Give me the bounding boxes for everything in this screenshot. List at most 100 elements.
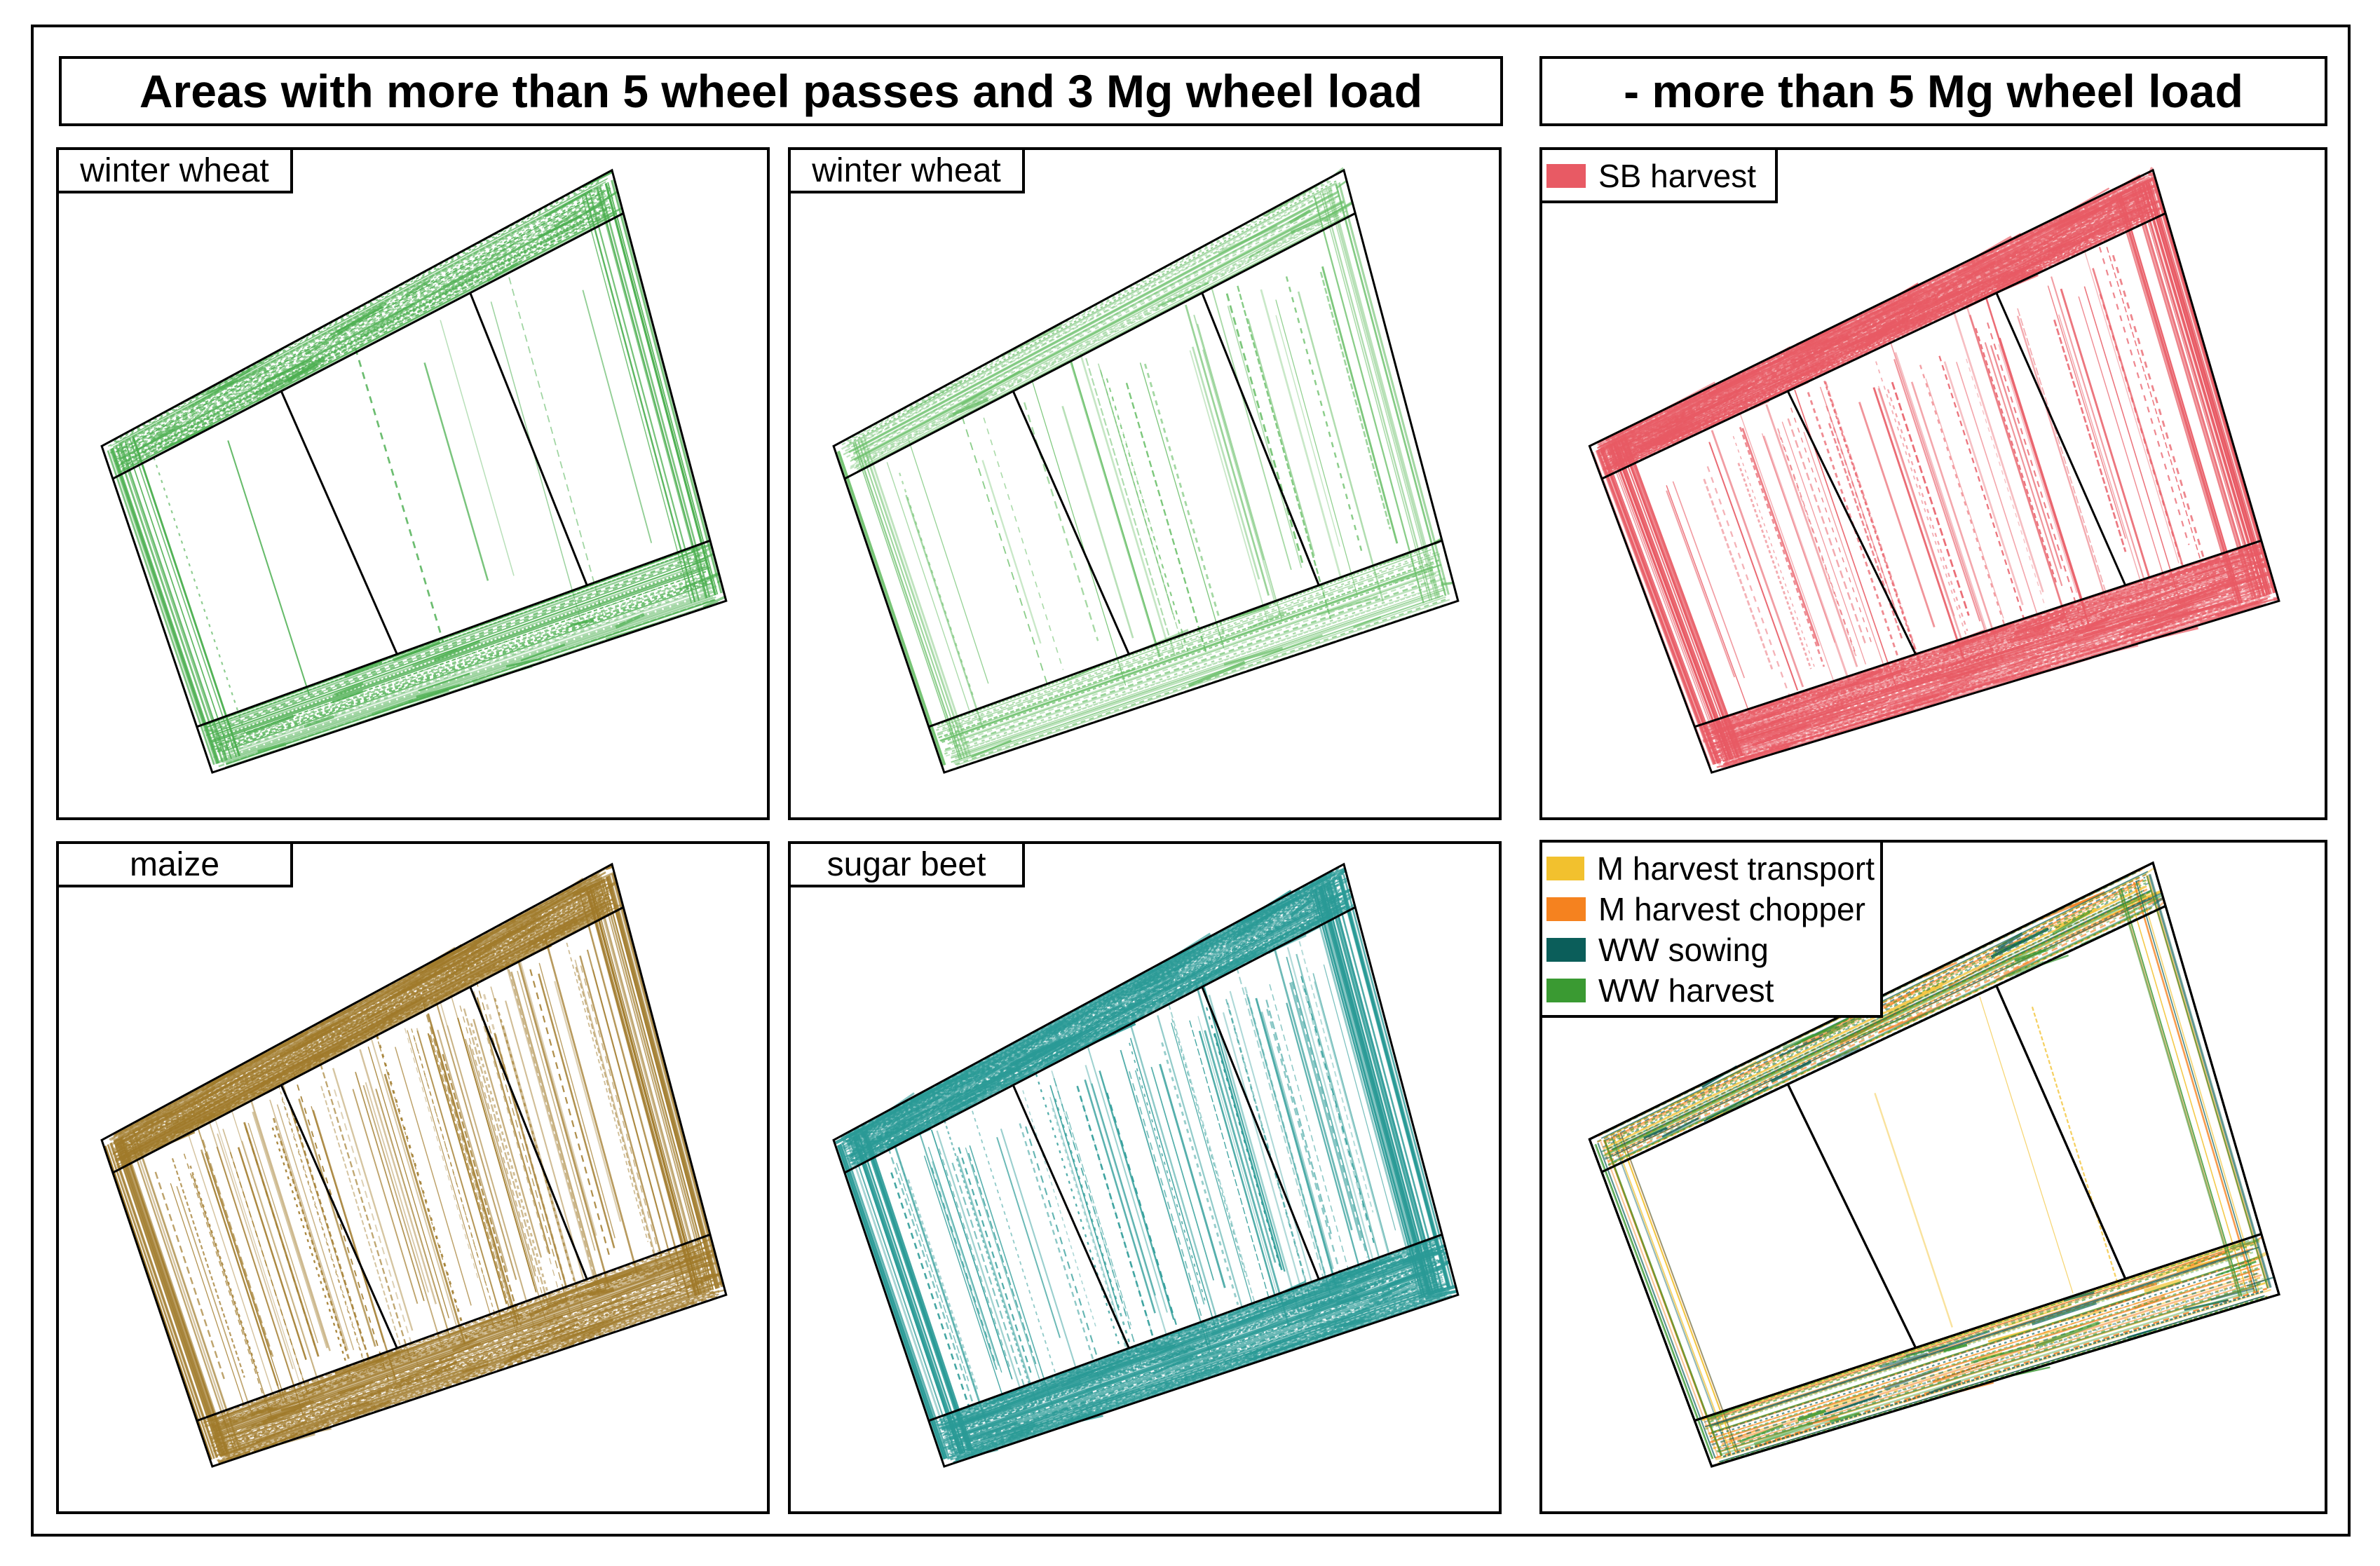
wheel-track [251, 1406, 278, 1416]
wheel-track [121, 203, 605, 460]
wheel-track [665, 1260, 713, 1281]
wheel-track [1990, 345, 2062, 569]
wheel-track [1603, 894, 2147, 1157]
wheel-track [304, 1016, 350, 1041]
wheel-track [2145, 182, 2269, 596]
wheel-track [2112, 254, 2211, 578]
wheel-track [250, 1433, 298, 1455]
wheel-track [334, 681, 364, 697]
wheel-track [375, 1088, 451, 1338]
wheel-track [1225, 915, 1272, 945]
wheel-track [1717, 601, 2263, 768]
wheel-track [578, 891, 691, 1298]
wheel-track [212, 1253, 700, 1429]
wheel-track [1739, 412, 1844, 709]
wheel-track [850, 207, 1348, 470]
wheel-track [2254, 562, 2269, 571]
wheel-track [383, 1073, 466, 1345]
wheel-track [592, 207, 623, 224]
wheel-track [592, 969, 661, 1220]
wheel-track [2078, 296, 2165, 577]
wheel-track [212, 557, 701, 733]
wheel-track [386, 995, 426, 1019]
wheel-track [1275, 927, 1298, 941]
wheel-track [217, 580, 713, 752]
wheel-track [2006, 658, 2041, 674]
wheel-track [276, 1104, 355, 1351]
wheel-track [538, 962, 616, 1239]
wheel-track [585, 871, 615, 886]
wheel-track [2194, 559, 2240, 576]
wheel-track [856, 901, 1342, 1158]
wheel-track [303, 714, 334, 728]
wheel-track [1799, 337, 1829, 352]
wheel-track [186, 1129, 278, 1405]
wheel-track [887, 1146, 984, 1432]
wheel-track [1901, 301, 1926, 318]
field-map-winter-wheat-1 [100, 168, 728, 774]
wheel-track [121, 890, 613, 1151]
wheel-track [1076, 1085, 1159, 1352]
wheel-track [1157, 282, 1209, 308]
wheel-track [560, 1318, 614, 1343]
wheel-track [114, 888, 608, 1152]
wheel-track [223, 1441, 261, 1456]
wheel-track [119, 881, 605, 1142]
wheel-track [1342, 1294, 1375, 1306]
wheel-track [1202, 952, 1257, 982]
wheel-track [869, 1122, 913, 1147]
wheel-track [582, 290, 653, 543]
wheel-track [611, 179, 722, 594]
wheel-track [931, 1167, 997, 1366]
wheel-track [1319, 192, 1431, 601]
wheel-track [201, 1139, 274, 1357]
wheel-track [1600, 184, 2144, 449]
wheel-track [1061, 665, 1101, 683]
wheel-track [1211, 1313, 1264, 1336]
wheel-track [2014, 611, 2068, 633]
wheel-track [1803, 432, 1886, 672]
wheel-track [2008, 627, 2052, 642]
wheel-track [1296, 953, 1387, 1284]
wheel-track [341, 1013, 383, 1036]
wheel-track [1796, 704, 1849, 728]
wheel-track [517, 962, 610, 1288]
wheel-track [2000, 259, 2043, 279]
wheel-track [1907, 669, 1933, 679]
wheel-track [222, 583, 712, 753]
wheel-track [246, 1416, 278, 1429]
wheel-track [1837, 325, 1893, 350]
wheel-track [1188, 660, 1246, 688]
wheel-track [842, 1129, 869, 1150]
wheel-track [237, 1147, 307, 1361]
crop-label: winter wheat [788, 147, 1025, 193]
wheel-track [1049, 1085, 1120, 1311]
wheel-track [1666, 485, 1751, 716]
wheel-track [1178, 1332, 1232, 1357]
wheel-track [204, 1242, 697, 1422]
wheel-track [840, 1143, 948, 1459]
wheel-track [404, 279, 430, 297]
crop-label: winter wheat [56, 147, 293, 193]
wheel-track [215, 1273, 714, 1446]
wheel-track [2143, 184, 2266, 597]
wheel-track [1666, 490, 1736, 678]
wheel-track [1321, 877, 1348, 890]
wheel-track [1650, 426, 1685, 446]
wheel-track [1987, 322, 2085, 628]
wheel-track [1352, 1280, 1385, 1293]
wheel-track [2040, 894, 2100, 920]
wheel-track [2155, 597, 2179, 608]
wheel-track [109, 1142, 218, 1458]
wheel-track [355, 1351, 416, 1374]
wheel-track [468, 1044, 536, 1276]
wheel-track [584, 193, 696, 603]
wheel-track [255, 364, 319, 396]
wheel-track [217, 1450, 251, 1464]
wheel-track [416, 683, 461, 699]
wheel-track [582, 1311, 640, 1337]
wheel-track [1289, 898, 1314, 917]
wheel-track [2125, 892, 2163, 911]
wheel-track [545, 1317, 578, 1335]
wheel-track [427, 1013, 519, 1325]
